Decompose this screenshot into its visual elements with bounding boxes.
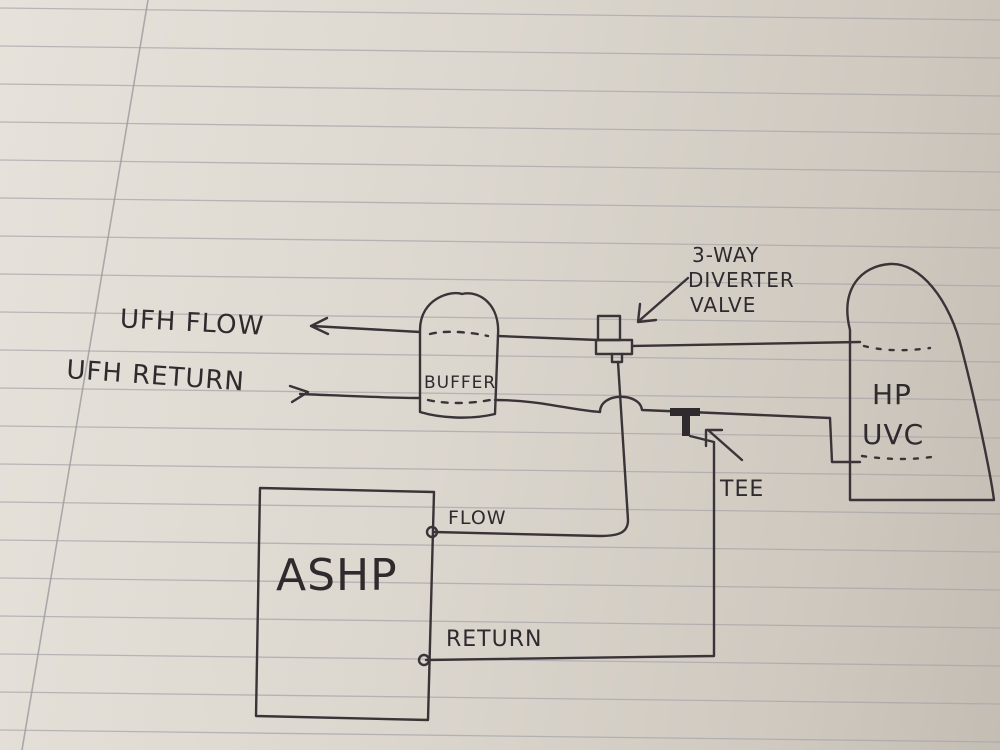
- diverter-pointer-arrow: [636, 276, 690, 324]
- ufh-flow-label: UFH FLOW: [119, 304, 265, 342]
- buffer-label: BUFFER: [424, 373, 496, 393]
- diverter-to-hp-cylinder-pipe: [630, 340, 862, 348]
- ashp-return-label: RETURN: [446, 627, 542, 652]
- diverter-valve-label-line-2: DIVERTER: [688, 268, 795, 292]
- hp-cylinder-return-pipe: [828, 416, 862, 464]
- ashp-flow-label: FLOW: [448, 507, 507, 529]
- hp-cylinder-label-line-1: HP: [872, 378, 912, 411]
- buffer-to-diverter-pipe: [496, 334, 600, 342]
- hp-cylinder-label-line-2: UVC: [862, 418, 924, 451]
- buffer-tank: [418, 291, 500, 419]
- ashp-return-pipe: [424, 434, 716, 662]
- buffer-return-pipe: [493, 395, 832, 420]
- tee-symbol: [670, 408, 700, 436]
- tee-label: TEE: [719, 477, 764, 502]
- ufh-return-pipe: [288, 384, 422, 404]
- ashp-unit: [254, 486, 439, 722]
- ufh-flow-pipe: [309, 316, 422, 336]
- ashp-flow-pipe: [432, 360, 630, 538]
- diverter-valve-label-line-1: 3-WAY: [692, 243, 759, 267]
- hp-cylinder: [846, 262, 996, 502]
- ufh-return-label: UFH RETURN: [65, 355, 245, 397]
- diverter-valve-label-line-3: VALVE: [690, 293, 756, 317]
- diverter-valve-symbol: [594, 314, 634, 364]
- ashp-label: ASHP: [276, 550, 398, 601]
